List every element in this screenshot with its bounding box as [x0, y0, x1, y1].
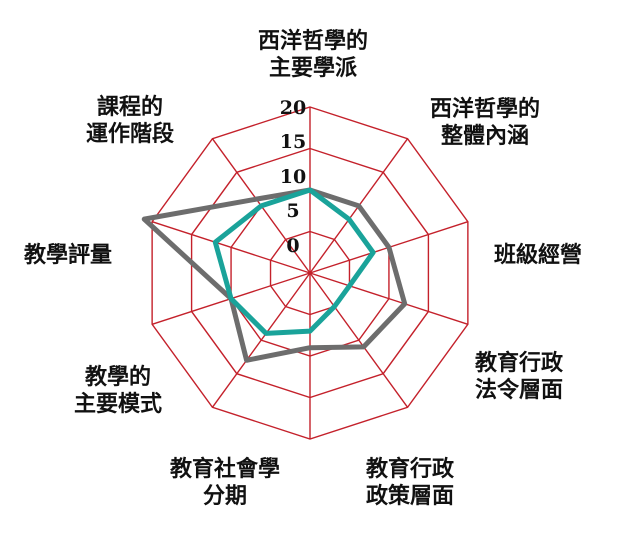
series-line-2: [212, 187, 376, 336]
tick-label: 15: [280, 131, 306, 153]
axis-spoke: [211, 272, 311, 408]
tick-label: 20: [280, 97, 306, 119]
axis-label-teaching-assessment: 教學評量: [24, 242, 113, 268]
axis-label-western-philosophy-schools: 西洋哲學的 主要學派: [257, 28, 368, 81]
tick-label: 5: [286, 200, 299, 222]
axis-spoke: [309, 272, 469, 325]
axis-label-education-admin-policy: 教育行政 政策層面: [365, 456, 454, 509]
series-line-1: [141, 187, 408, 363]
axis-label-classroom-management: 班級經營: [494, 242, 583, 268]
radar-series: [141, 187, 408, 363]
axis-label-teaching-models: 教學的 主要模式: [73, 364, 162, 417]
axis-spoke: [151, 221, 311, 274]
axis-label-education-admin-law: 教育行政 法令層面: [474, 350, 563, 403]
axis-label-sociology-periods: 教育社會學 分期: [169, 456, 280, 509]
axis-label-western-philosophy-content: 西洋哲學的 整體內涵: [429, 96, 540, 149]
axis-spoke: [309, 272, 409, 408]
axis-label-curriculum-stages: 課程的 運作階段: [85, 94, 174, 147]
radar-tick-labels: 20 15 10 5 0: [280, 97, 306, 257]
tick-label: 0: [286, 235, 299, 257]
tick-label: 10: [280, 166, 306, 188]
